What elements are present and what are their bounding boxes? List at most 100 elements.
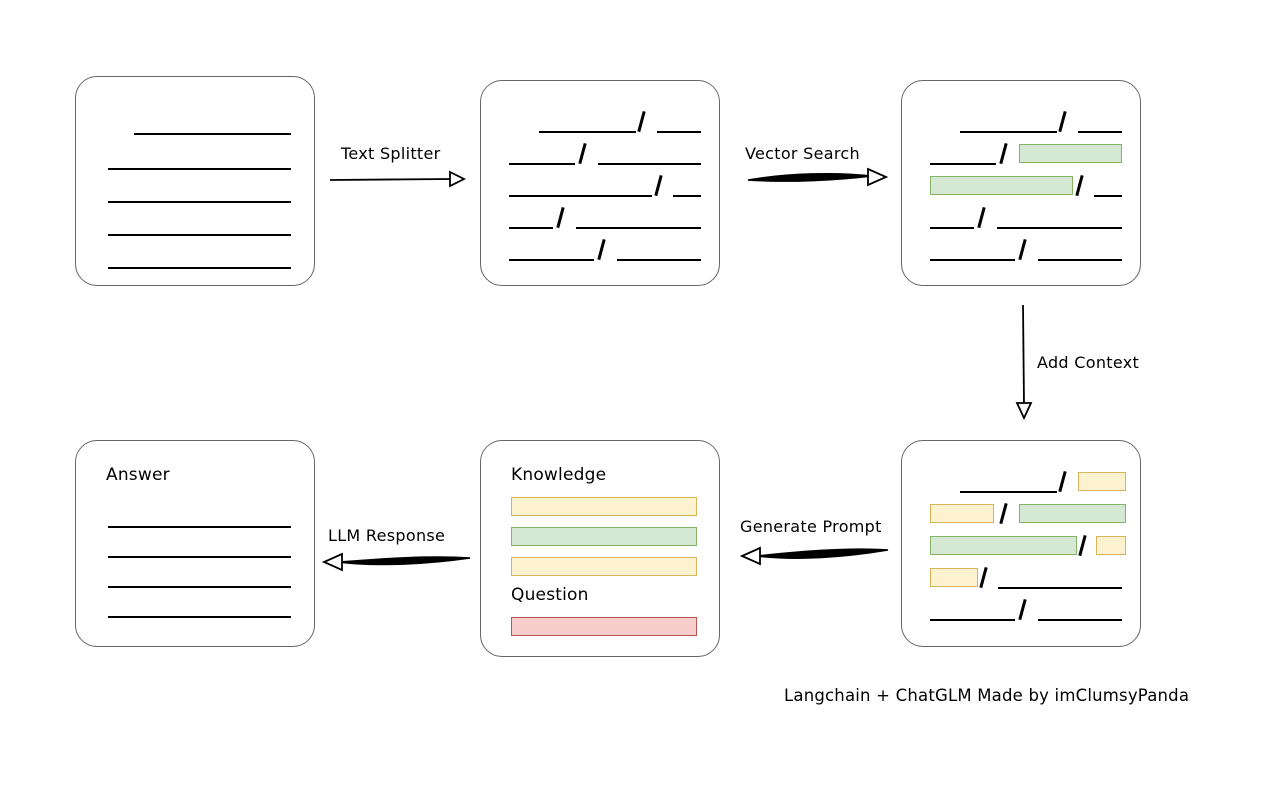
arrow-llm-response (321, 552, 471, 572)
highlight-yellow (511, 497, 697, 516)
slash-separator (1018, 599, 1027, 620)
arrow-label-text-splitter: Text Splitter (341, 144, 441, 163)
text-line (1038, 599, 1122, 621)
box-source-document[interactable] (75, 76, 315, 286)
slash-separator (1018, 239, 1027, 260)
doc-row (76, 506, 316, 528)
footer-credit: Langchain + ChatGLM Made by imClumsyPand… (784, 686, 1190, 705)
text-line (960, 111, 1057, 133)
text-line (930, 143, 996, 165)
slash-separator (1078, 535, 1087, 556)
box-matched-chunks[interactable] (901, 80, 1141, 286)
text-line (673, 175, 701, 197)
highlight-green (930, 176, 1073, 195)
slash-separator (1058, 111, 1067, 132)
text-line (997, 207, 1122, 229)
doc-row (902, 567, 1142, 589)
doc-row (902, 207, 1142, 229)
arrow-label-vector-search: Vector Search (745, 144, 860, 163)
slash-separator (637, 111, 646, 132)
slash-separator (977, 207, 986, 228)
highlight-yellow (930, 568, 978, 587)
text-line (108, 566, 291, 588)
arrow-generate-prompt (739, 546, 889, 566)
text-line (108, 536, 291, 558)
text-line (108, 148, 291, 170)
text-line (108, 506, 291, 528)
text-line (930, 207, 974, 229)
doc-row (902, 599, 1142, 621)
doc-row (481, 239, 721, 261)
text-line (1078, 111, 1122, 133)
highlight-red (511, 617, 697, 636)
text-line (598, 143, 701, 165)
slash-separator (654, 175, 663, 196)
doc-row (76, 181, 316, 203)
doc-row (76, 596, 316, 618)
arrow-text-splitter (329, 170, 467, 188)
doc-row (481, 143, 721, 165)
slash-separator (1058, 471, 1067, 492)
doc-row (481, 556, 721, 578)
text-line (509, 175, 652, 197)
doc-row (481, 496, 721, 518)
doc-row (902, 535, 1142, 557)
slash-separator (979, 567, 988, 588)
doc-row (902, 175, 1142, 197)
doc-row (76, 536, 316, 558)
doc-row (481, 111, 721, 133)
slash-separator (556, 207, 565, 228)
doc-row (481, 207, 721, 229)
text-line (509, 143, 575, 165)
doc-row (902, 143, 1142, 165)
arrow-label-add-context: Add Context (1037, 353, 1140, 372)
text-line (108, 247, 291, 269)
arrow-label-generate-prompt: Generate Prompt (740, 517, 882, 536)
doc-row (481, 175, 721, 197)
doc-row (76, 214, 316, 236)
arrow-vector-search (747, 167, 889, 187)
arrow-add-context (1015, 304, 1033, 421)
slash-separator (999, 503, 1008, 524)
box-prompt[interactable]: Knowledge Question (480, 440, 720, 657)
doc-row (481, 616, 721, 638)
slash-separator (597, 239, 606, 260)
text-line (930, 599, 1015, 621)
doc-row (902, 111, 1142, 133)
doc-row (902, 471, 1142, 493)
box-context-chunks[interactable] (901, 440, 1141, 647)
arrow-label-llm-response: LLM Response (328, 526, 446, 545)
text-line (998, 567, 1122, 589)
highlight-green (511, 527, 697, 546)
slash-separator (578, 143, 587, 164)
doc-row (76, 148, 316, 170)
knowledge-label: Knowledge (511, 465, 607, 485)
text-line (960, 471, 1057, 493)
text-line (108, 181, 291, 203)
doc-row (902, 503, 1142, 525)
text-line (1094, 175, 1122, 197)
highlight-green (1019, 504, 1126, 523)
text-line (509, 239, 594, 261)
question-label: Question (511, 585, 589, 605)
text-line (509, 207, 553, 229)
slash-separator (1075, 175, 1084, 196)
highlight-yellow (1096, 536, 1126, 555)
highlight-yellow (930, 504, 994, 523)
text-line (108, 214, 291, 236)
text-line (576, 207, 701, 229)
doc-row (76, 566, 316, 588)
text-line (539, 111, 636, 133)
text-line (617, 239, 701, 261)
box-answer[interactable]: Answer (75, 440, 315, 647)
text-line (930, 239, 1015, 261)
highlight-yellow (1078, 472, 1126, 491)
text-line (1038, 239, 1122, 261)
doc-row (902, 239, 1142, 261)
slash-separator (999, 143, 1008, 164)
highlight-green (1019, 144, 1122, 163)
box-split-chunks[interactable] (480, 80, 720, 286)
text-line (134, 113, 291, 135)
highlight-yellow (511, 557, 697, 576)
